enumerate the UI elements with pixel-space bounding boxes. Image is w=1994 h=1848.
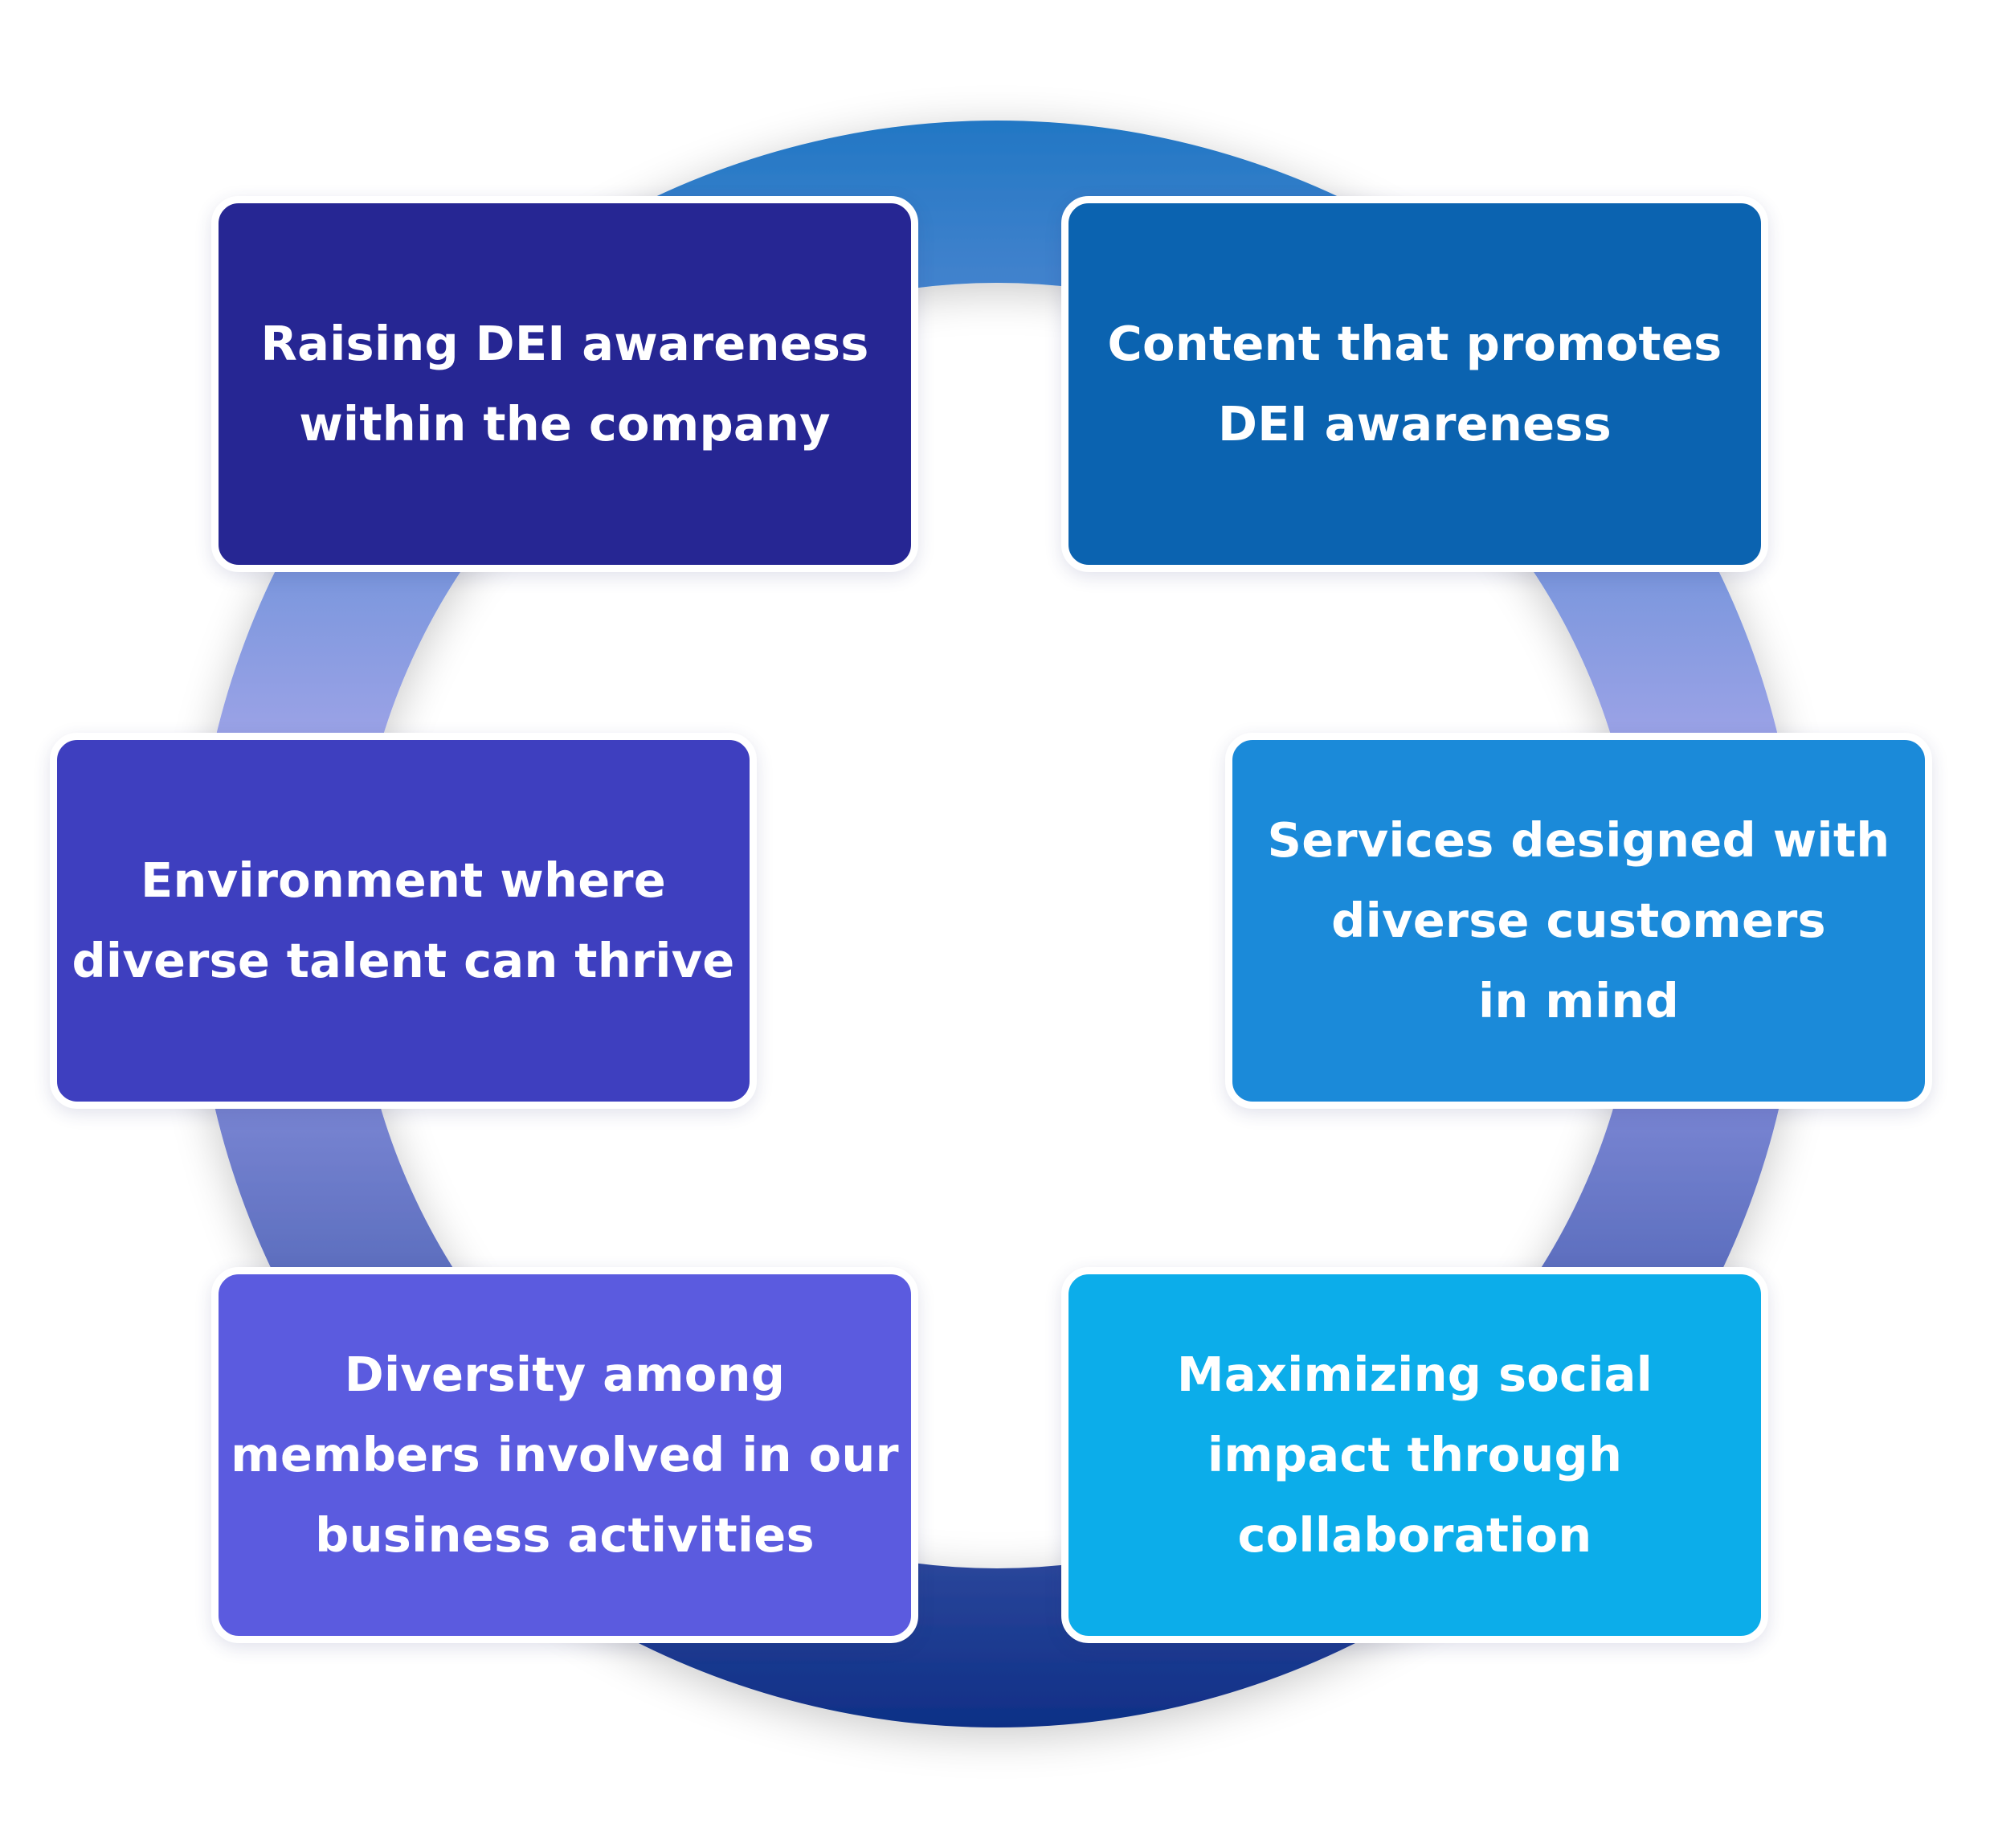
card-label: Services designed with diverse customers…	[1267, 812, 1890, 1028]
dei-card-content-awareness: Content that promotes DEI awareness	[1061, 196, 1768, 572]
dei-card-diversity-members: Diversity among members involved in our …	[211, 1267, 918, 1643]
card-label: Environment where diverse talent can thr…	[72, 852, 735, 988]
card-label: Maximizing social impact through collabo…	[1176, 1347, 1653, 1563]
dei-card-environment-talent: Environment where diverse talent can thr…	[50, 733, 757, 1109]
card-label: Raising DEI awareness within the company	[260, 316, 869, 452]
card-label: Diversity among members involved in our …	[231, 1347, 899, 1563]
dei-card-social-impact: Maximizing social impact through collabo…	[1061, 1267, 1768, 1643]
dei-card-services-customers: Services designed with diverse customers…	[1225, 733, 1932, 1109]
card-label: Content that promotes DEI awareness	[1107, 316, 1722, 452]
dei-card-raising-awareness: Raising DEI awareness within the company	[211, 196, 918, 572]
